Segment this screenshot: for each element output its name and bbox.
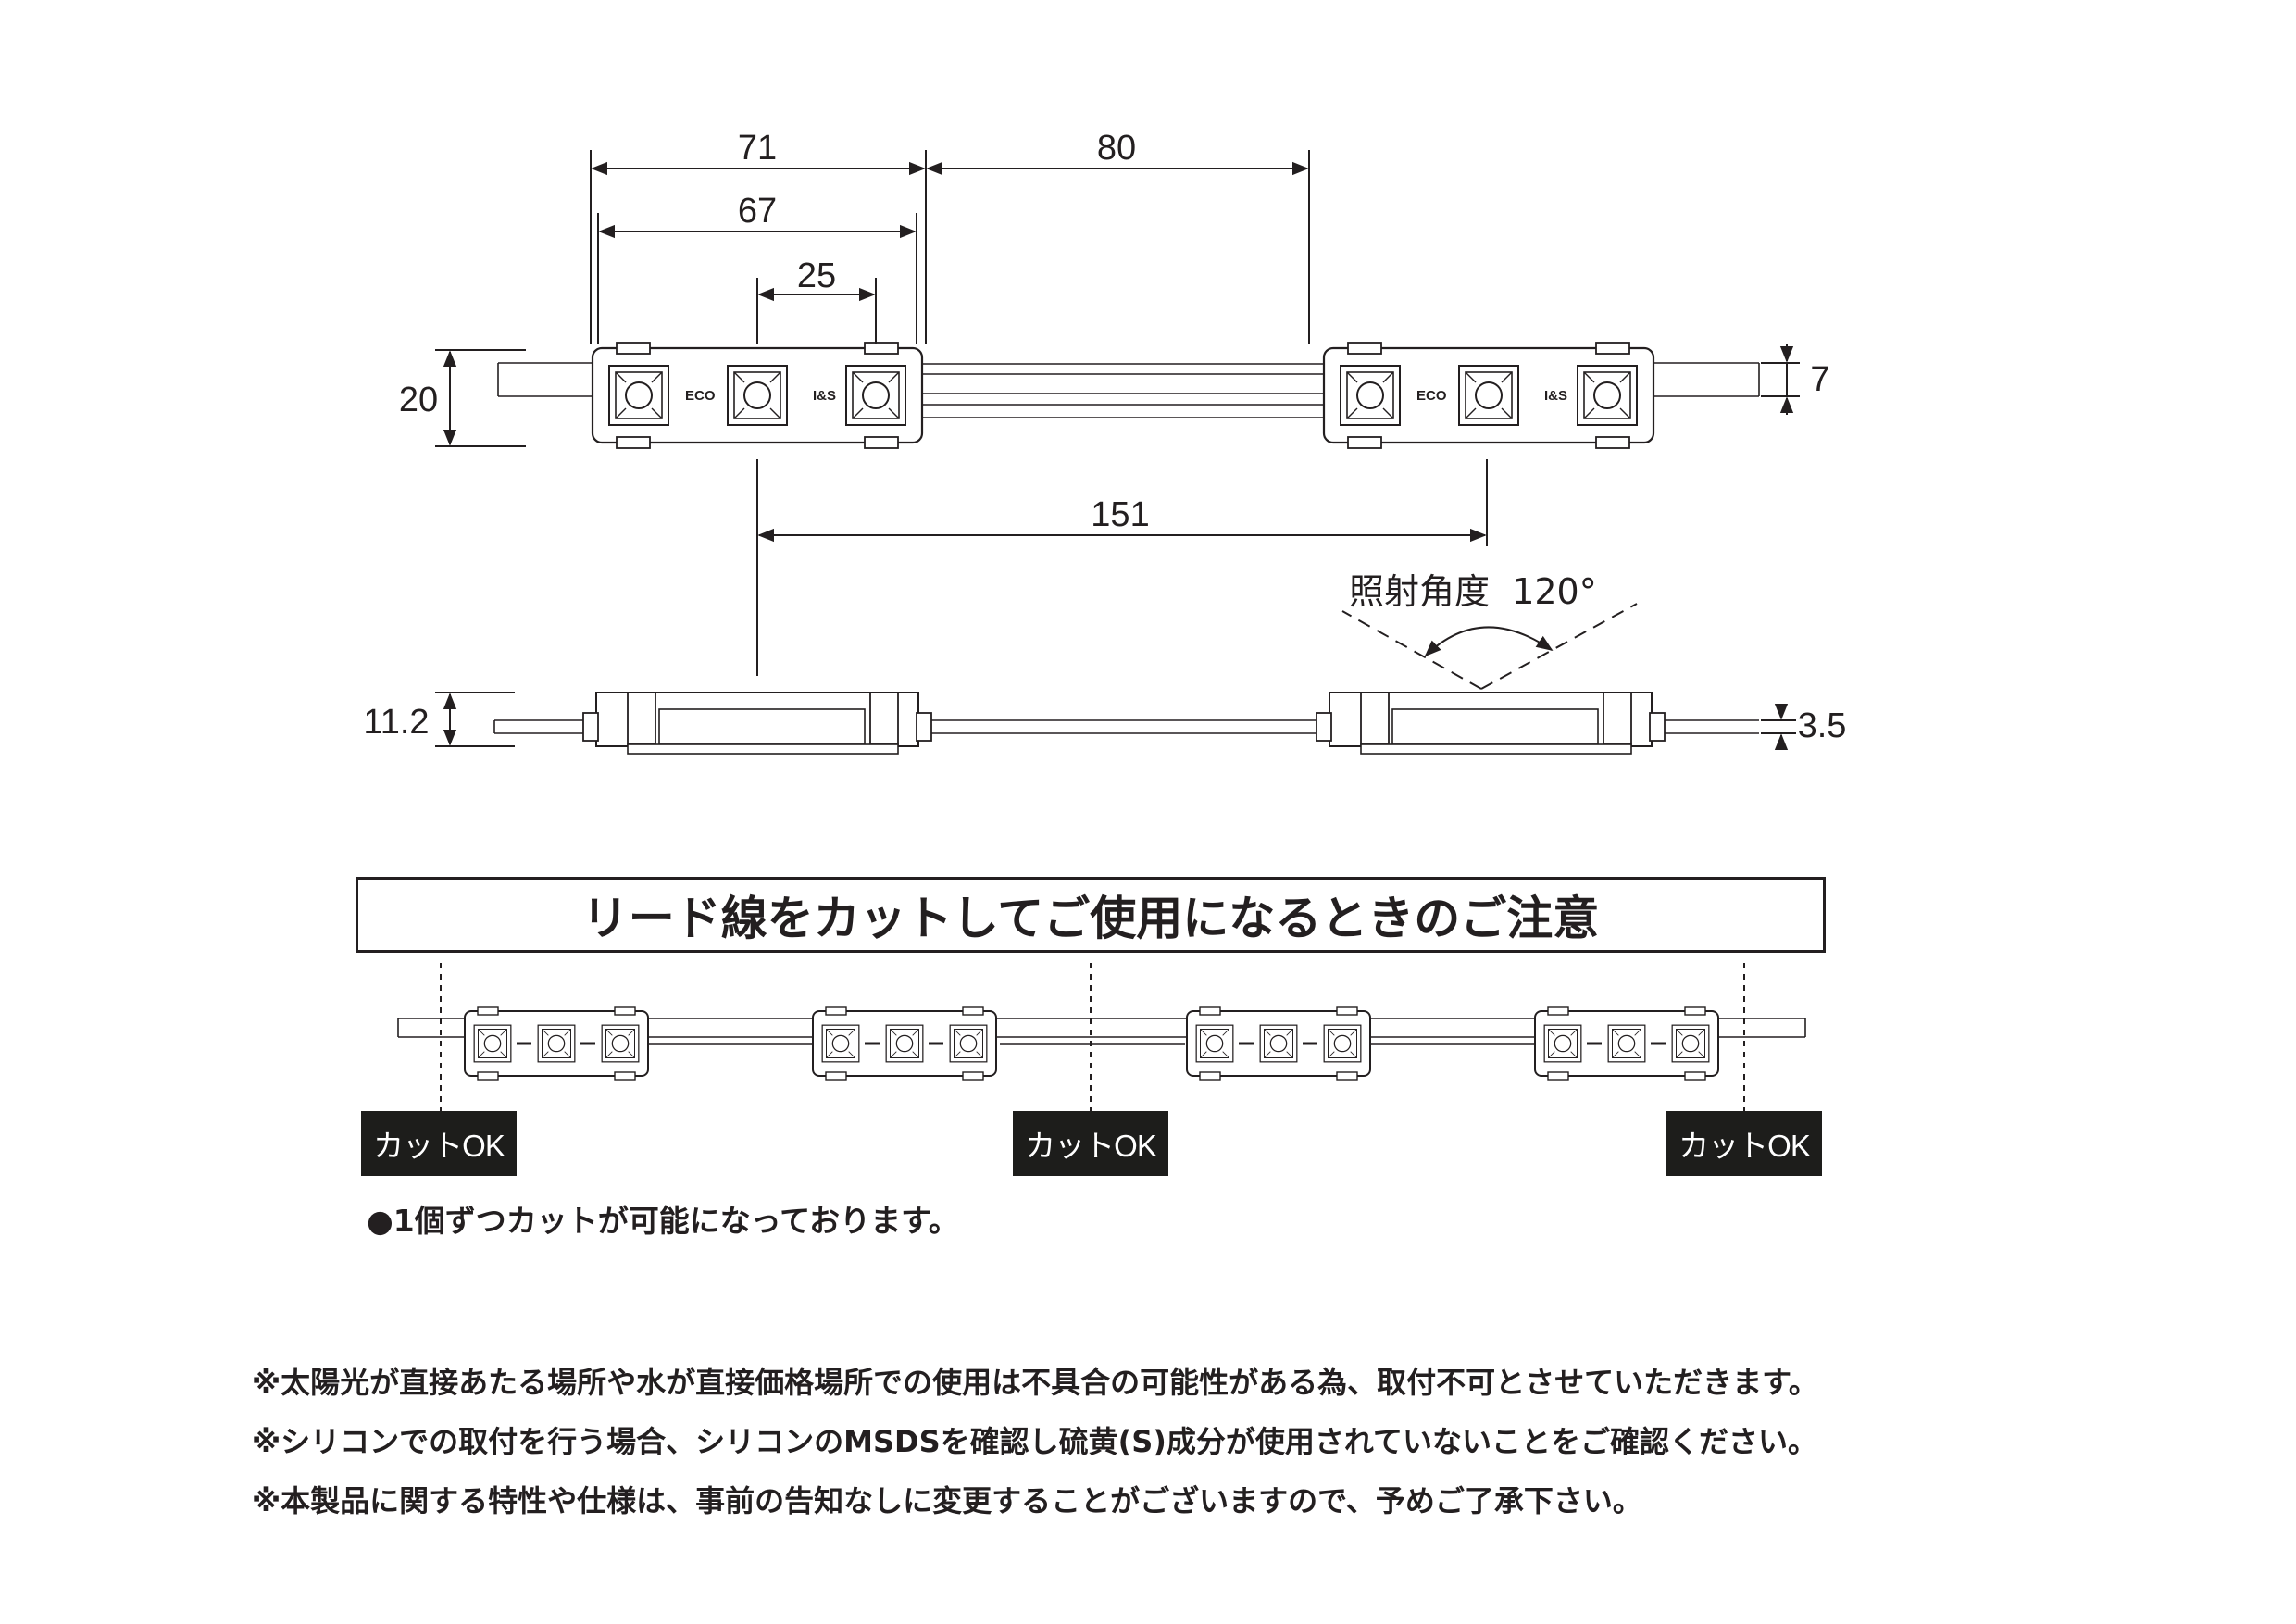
- cut-ok-tag-left: カットOK: [361, 1111, 517, 1176]
- dimension-80: 80: [926, 129, 1309, 176]
- cut-module-1: [465, 1007, 648, 1080]
- eco-label-2: ECO: [1416, 388, 1447, 404]
- side-module-1: [582, 692, 932, 755]
- top-view: ECO I&S ECO I&S: [497, 343, 1760, 448]
- cut-ok-tag-right: カットOK: [1666, 1111, 1822, 1176]
- svg-text:11.2: 11.2: [363, 703, 429, 742]
- svg-text:80: 80: [1097, 129, 1136, 168]
- is-label-2: I&S: [1544, 388, 1567, 404]
- is-label-1: I&S: [813, 388, 836, 404]
- cut-module-3: [1187, 1007, 1370, 1080]
- cut-module-2: [813, 1007, 996, 1080]
- dimension-3-5: 3.5: [1761, 703, 1847, 751]
- caution-1: ※太陽光が直接あたる場所や水が直接価格場所での使用は不具合の可能性がある為、取付…: [252, 1365, 1818, 1400]
- dimension-25: 25: [757, 256, 876, 302]
- cut-module-4: [1535, 1007, 1718, 1080]
- dimension-67: 67: [598, 192, 917, 239]
- cut-ok-tag-center: カットOK: [1013, 1111, 1168, 1176]
- dimension-151: 151: [756, 459, 1488, 676]
- dimension-7: 7: [1761, 344, 1830, 415]
- eco-label-1: ECO: [685, 388, 716, 404]
- wire-bundle: [922, 363, 1324, 418]
- beam-angle: [1341, 603, 1638, 690]
- svg-text:3.5: 3.5: [1798, 706, 1847, 745]
- cut-caution-title: リード線をカットしてご使用になるときのご注意: [356, 877, 1826, 953]
- cut-note: ●1個ずつカットが可能になっております。: [367, 1203, 959, 1239]
- side-module-2: [1316, 692, 1666, 755]
- svg-text:25: 25: [797, 256, 836, 295]
- dimension-71: 71: [591, 129, 926, 176]
- svg-text:71: 71: [738, 129, 777, 168]
- led-module-2: [1324, 343, 1653, 448]
- svg-text:20: 20: [399, 381, 438, 419]
- svg-text:67: 67: [738, 192, 777, 231]
- svg-text:151: 151: [1091, 495, 1149, 534]
- cut-diagram: [397, 963, 1806, 1111]
- led-module-1: [593, 343, 922, 448]
- caution-3: ※本製品に関する特性や仕様は、事前の告知なしに変更することがございますので、予め…: [252, 1483, 1642, 1518]
- beam-angle-label: 照射角度 120°: [1349, 571, 1597, 612]
- dimension-11-2: 11.2: [363, 692, 515, 747]
- svg-text:7: 7: [1810, 360, 1829, 399]
- side-view: [493, 692, 1759, 755]
- caution-2: ※シリコンでの取付を行う場合、シリコンのMSDSを確認し硫黄(S)成分が使用され…: [252, 1424, 1817, 1459]
- dimension-20: 20: [399, 349, 526, 447]
